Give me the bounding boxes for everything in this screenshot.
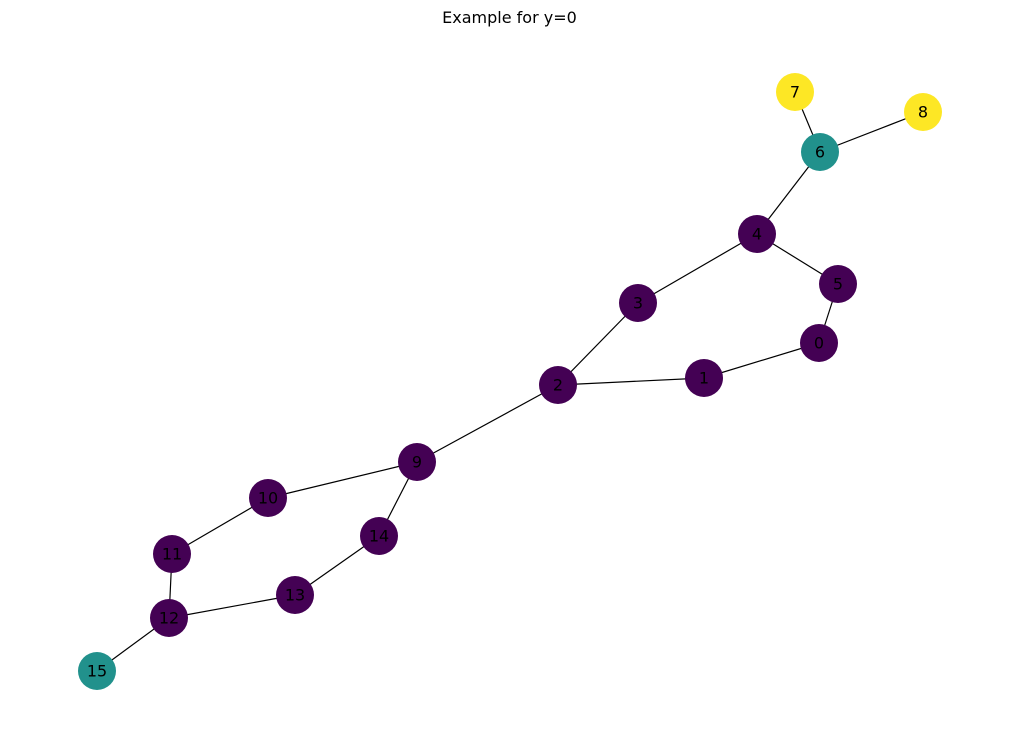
node-label-6: 6: [815, 143, 825, 162]
node-11: 11: [153, 535, 191, 573]
node-label-3: 3: [633, 294, 643, 313]
node-label-12: 12: [159, 609, 179, 628]
node-circle-14: [360, 517, 398, 555]
node-circle-0: [800, 324, 838, 362]
node-circle-5: [819, 265, 857, 303]
node-6: 6: [801, 133, 839, 171]
node-label-5: 5: [833, 275, 843, 294]
node-label-2: 2: [553, 376, 563, 395]
figure-title: Example for y=0: [442, 8, 577, 27]
node-label-13: 13: [285, 586, 305, 605]
node-8: 8: [904, 93, 942, 131]
node-circle-10: [249, 479, 287, 517]
node-12: 12: [150, 599, 188, 637]
edge-4-3: [637, 233, 758, 304]
edge-9-10: [267, 461, 418, 499]
node-circle-15: [78, 652, 116, 690]
node-label-10: 10: [258, 489, 278, 508]
node-circle-7: [776, 73, 814, 111]
node-2: 2: [539, 366, 577, 404]
node-label-8: 8: [918, 103, 928, 122]
edge-1-2: [557, 377, 705, 386]
node-label-15: 15: [87, 662, 107, 681]
node-circle-2: [539, 366, 577, 404]
node-circle-11: [153, 535, 191, 573]
node-13: 13: [276, 576, 314, 614]
node-circle-6: [801, 133, 839, 171]
node-circle-9: [398, 443, 436, 481]
node-3: 3: [619, 284, 657, 322]
node-5: 5: [819, 265, 857, 303]
node-4: 4: [738, 215, 776, 253]
node-circle-8: [904, 93, 942, 131]
edge-0-1: [703, 342, 820, 379]
node-label-4: 4: [752, 225, 762, 244]
edges-layer: [96, 91, 924, 672]
node-14: 14: [360, 517, 398, 555]
node-7: 7: [776, 73, 814, 111]
node-label-0: 0: [814, 334, 824, 353]
edge-2-9: [416, 384, 559, 463]
node-label-14: 14: [369, 527, 389, 546]
node-0: 0: [800, 324, 838, 362]
node-1: 1: [685, 359, 723, 397]
node-label-11: 11: [162, 545, 182, 564]
node-9: 9: [398, 443, 436, 481]
node-label-7: 7: [790, 83, 800, 102]
node-circle-4: [738, 215, 776, 253]
node-circle-13: [276, 576, 314, 614]
node-circle-3: [619, 284, 657, 322]
node-15: 15: [78, 652, 116, 690]
edge-3-2: [557, 302, 639, 386]
node-circle-12: [150, 599, 188, 637]
node-label-9: 9: [412, 453, 422, 472]
node-label-1: 1: [699, 369, 709, 388]
node-10: 10: [249, 479, 287, 517]
edge-13-12: [168, 594, 296, 619]
node-circle-1: [685, 359, 723, 397]
